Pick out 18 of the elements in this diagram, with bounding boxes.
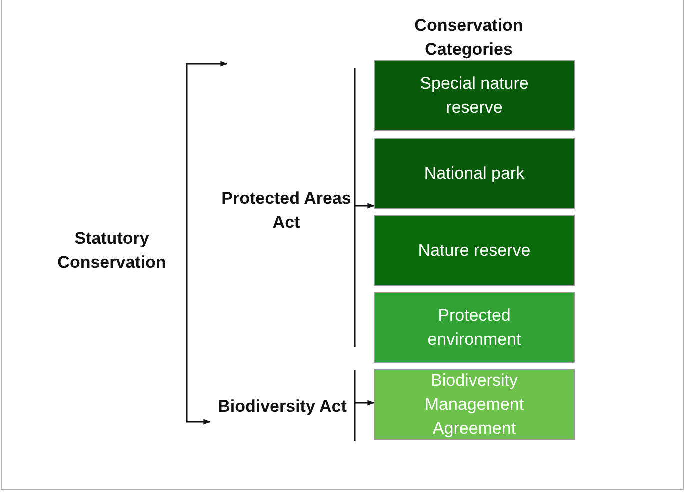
category-text: National park <box>424 162 525 184</box>
category-text: Protected environment <box>426 304 522 350</box>
arrow <box>355 400 375 406</box>
arrow <box>355 203 375 209</box>
column-heading: Conservation Categories <box>414 15 524 61</box>
node-text: Statutory Conservation <box>46 226 178 276</box>
category-text: Biodiversity Management Agreement <box>424 370 526 440</box>
category-box <box>374 138 575 209</box>
category-text: Special nature reserve <box>419 72 530 118</box>
category-text: Nature reserve <box>418 240 531 262</box>
category-box <box>374 292 575 363</box>
arrow <box>186 61 228 251</box>
category-box <box>374 369 575 440</box>
arrow <box>186 251 211 425</box>
category-box <box>374 60 575 131</box>
node-text: Protected Areas Act <box>218 186 355 236</box>
node-text: Biodiversity Act <box>210 382 355 432</box>
category-box <box>374 215 575 286</box>
